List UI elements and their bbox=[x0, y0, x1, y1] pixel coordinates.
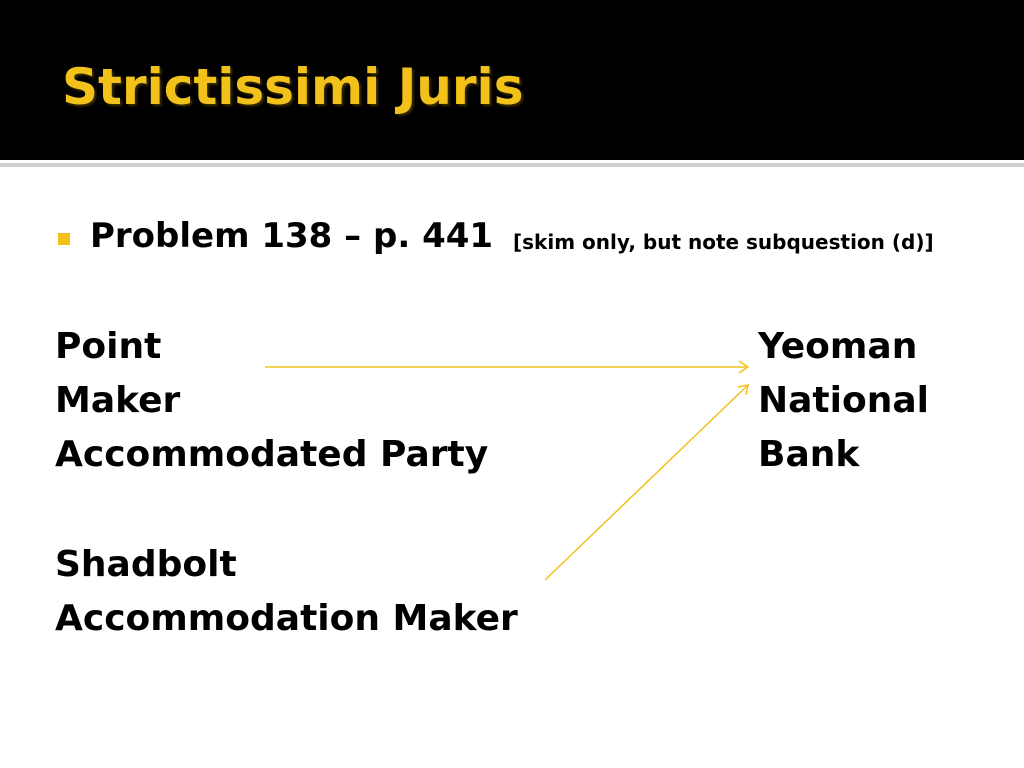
bullet-main-text: Problem 138 – p. 441 bbox=[90, 216, 494, 256]
payee-name-line2: National bbox=[758, 380, 929, 421]
payee-name-line1: Yeoman bbox=[758, 326, 918, 367]
title-divider bbox=[0, 163, 1024, 167]
party-point-role: Maker bbox=[55, 380, 181, 421]
arrow-shadbolt-to-yeoman bbox=[544, 384, 749, 581]
party-shadbolt-role: Accommodation Maker bbox=[55, 598, 518, 639]
title-bar bbox=[0, 0, 1024, 160]
party-shadbolt-label: Shadbolt bbox=[55, 544, 237, 585]
party-point-label: Point bbox=[55, 326, 162, 367]
slide-title: Strictissimi Juris bbox=[62, 58, 524, 116]
square-bullet-icon bbox=[58, 233, 70, 245]
bullet-note-text: [skim only, but note subquestion (d)] bbox=[513, 230, 934, 254]
payee-name-line3: Bank bbox=[758, 434, 860, 475]
party-point-role-detail: Accommodated Party bbox=[55, 434, 489, 475]
arrow-point-to-yeoman bbox=[265, 360, 750, 374]
